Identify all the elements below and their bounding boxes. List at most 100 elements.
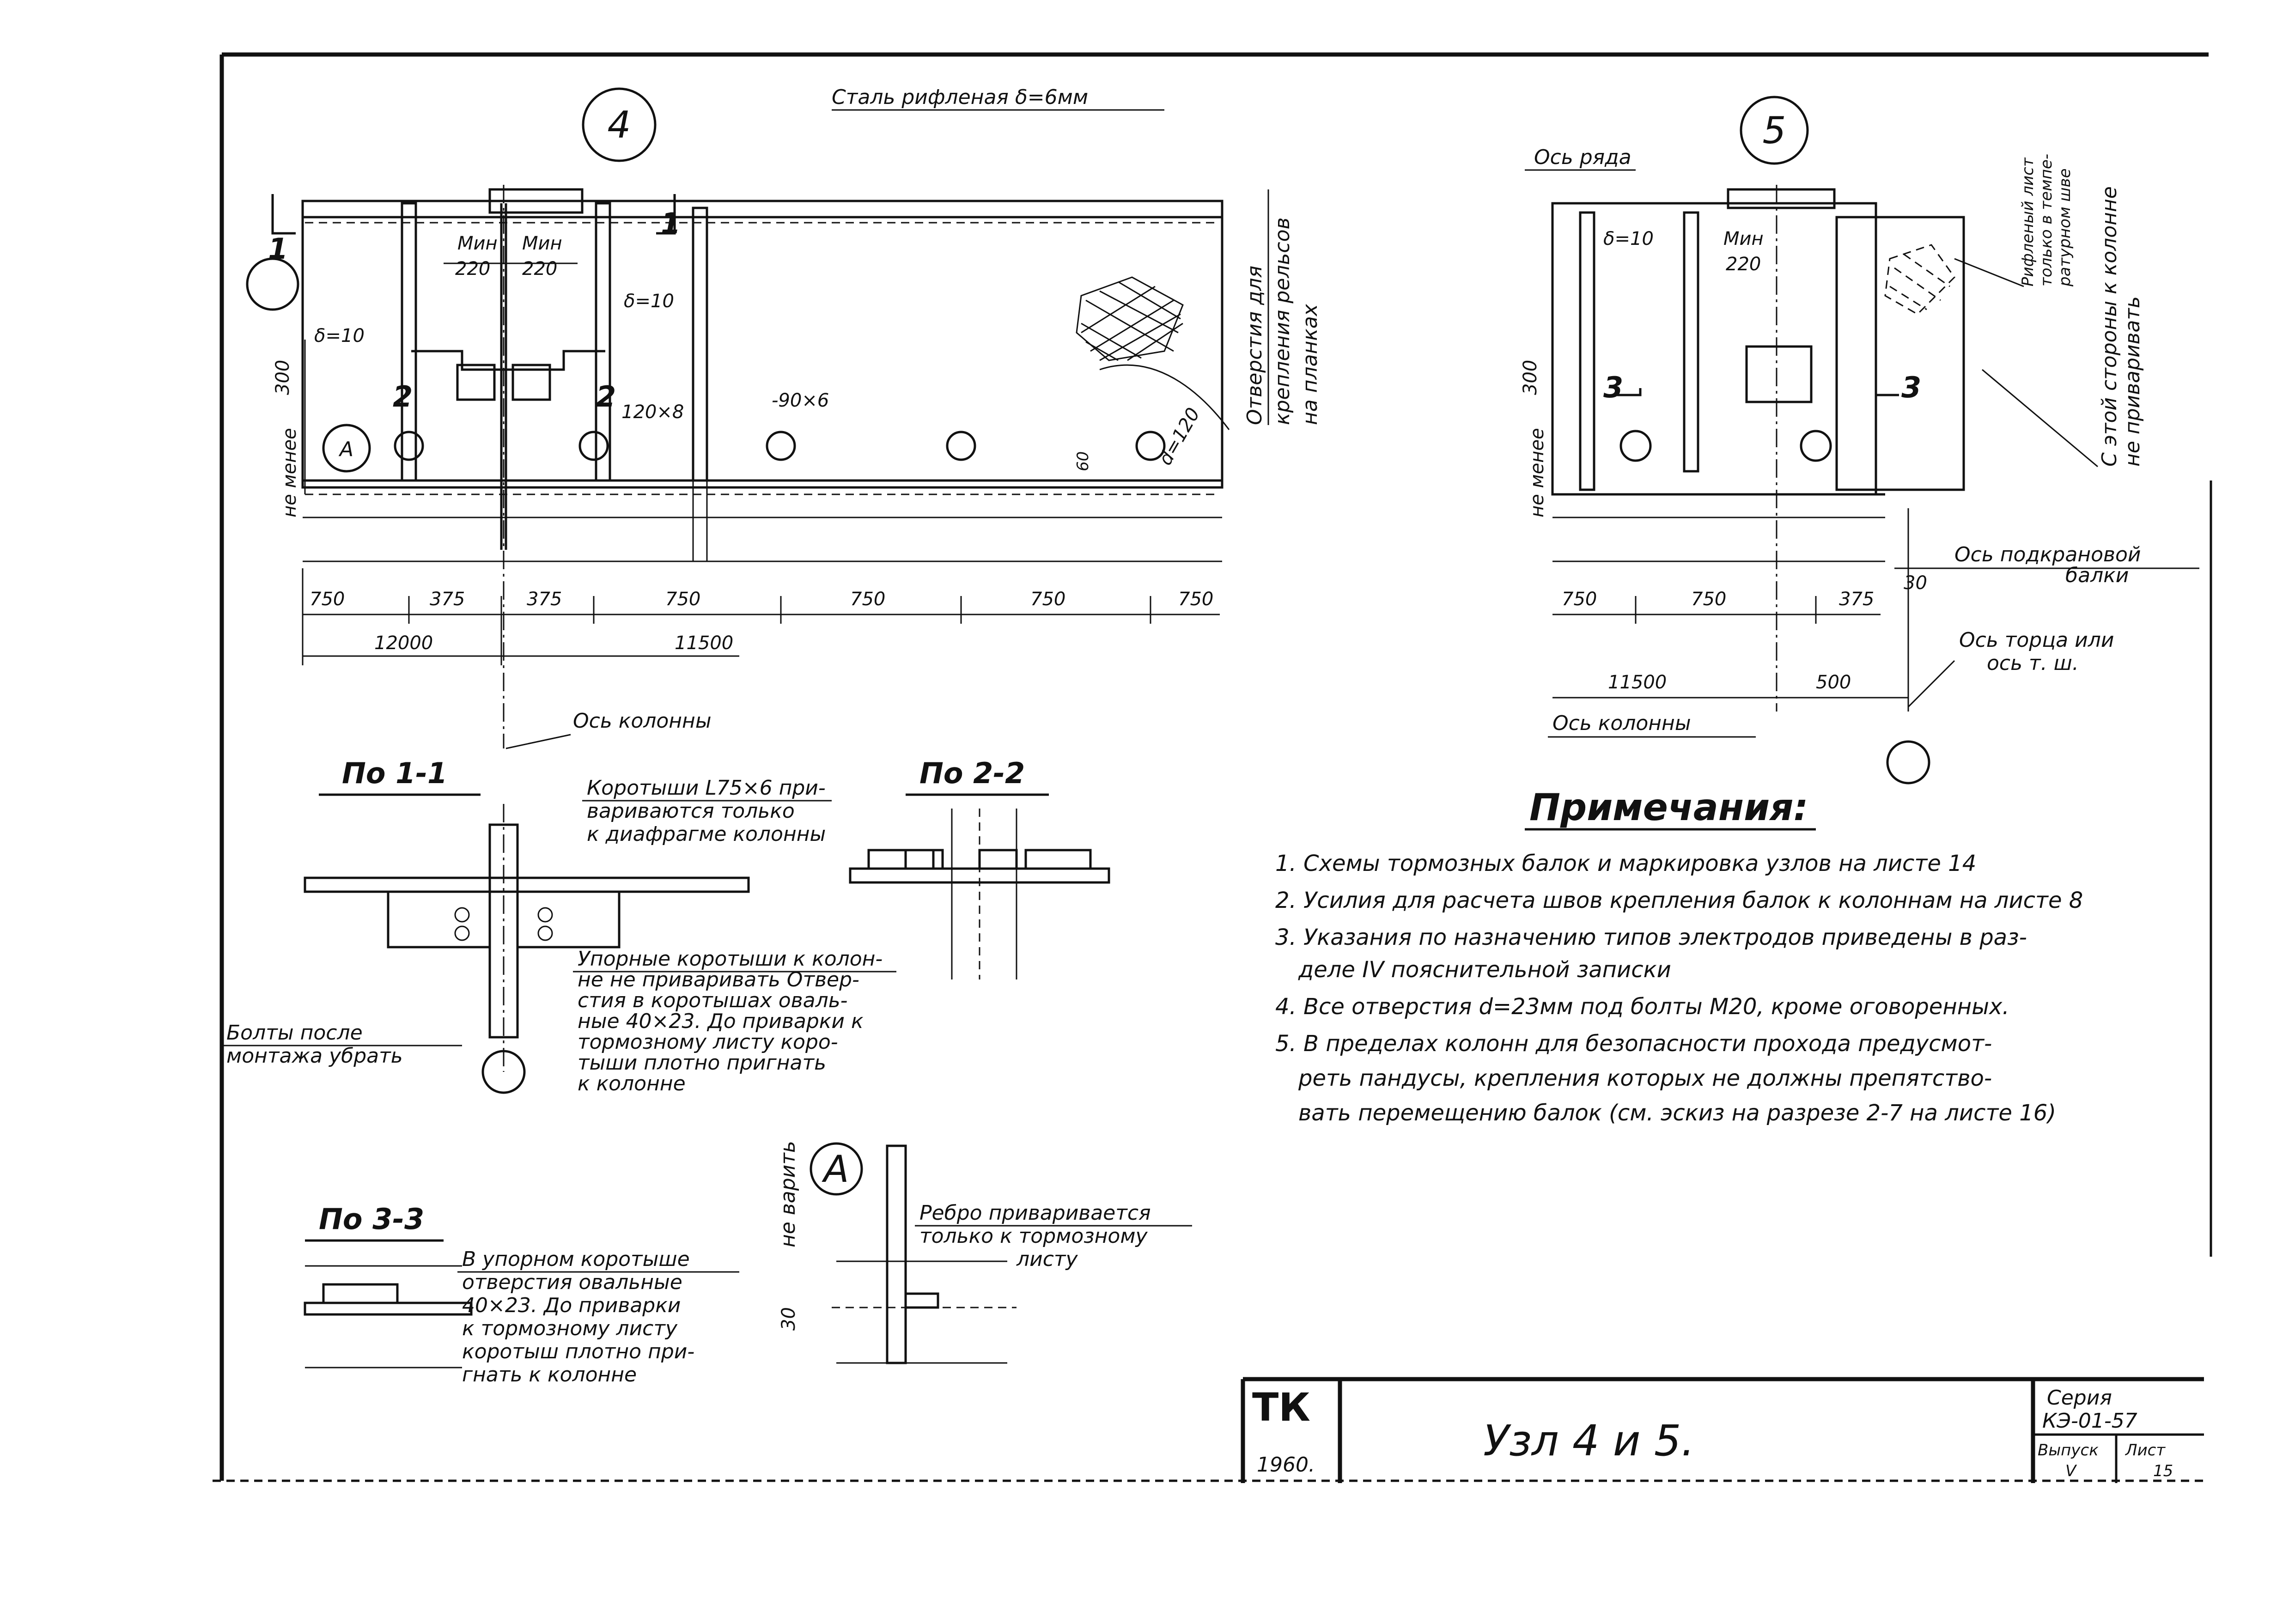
node-4-column [488, 188, 584, 214]
note-3-cont: деле IV пояснительной записки [1298, 957, 1671, 983]
svg-text:750: 750 [1178, 589, 1213, 610]
node-4-section-1-left: 1 [268, 232, 288, 266]
node-4-column-axis: Ось колонны [573, 709, 712, 733]
svg-text:листу: листу [1016, 1247, 1078, 1271]
svg-text:С этой стороны к колонне: С этой стороны к колонне [2098, 186, 2121, 467]
svg-text:Отверстия для: Отверстия для [1243, 266, 1266, 425]
node-4-delta10-right: δ=10 [624, 291, 674, 312]
node-4-steel-label: Сталь рифленая δ=6мм [832, 85, 1088, 109]
svg-text:ось т. ш.: ось т. ш. [1987, 651, 2079, 675]
node-5-no-weld-label: С этой стороны к колонне не приваривать [1982, 186, 2144, 468]
node-4-corrugated-hatch [1076, 276, 1184, 361]
notes-title: Примечания: [1529, 786, 1808, 829]
section-3-3-note: В упорном коротыше отверстия овальные 40… [457, 1247, 739, 1387]
svg-text:375: 375 [527, 589, 562, 610]
node-5-crane-axis: Ось подкрановой [1954, 543, 2141, 566]
node-4-plate-90: -90×6 [772, 390, 829, 411]
stamp-title: Узл 4 и 5. [1483, 1416, 1695, 1466]
section-1-1-title: По 1-1 [342, 756, 447, 790]
node-4-height-300: 300 [272, 360, 293, 395]
section-2-2: По 2-2 [849, 756, 1110, 979]
node-4-drawing: 4 Сталь рифленая δ=6мм [246, 85, 1322, 749]
svg-text:Болты после: Болты после [226, 1021, 363, 1045]
svg-text:тыши плотно пригнать: тыши плотно пригнать [578, 1051, 826, 1075]
notes-block: Примечания: 1. Схемы тормозных балок и м… [1275, 786, 2083, 1126]
svg-text:40×23. До приварки: 40×23. До приварки [462, 1294, 681, 1317]
section-1-1: По 1-1 Коротыши L75×6 при- вариваются то… [222, 756, 896, 1095]
node-4-delta10-left: δ=10 [314, 325, 365, 347]
node-4-not-less: не менее [279, 428, 300, 517]
svg-text:Ребро приваривается: Ребро приваривается [919, 1201, 1151, 1225]
node-5-dim-220: 220 [1726, 254, 1761, 275]
svg-text:только в темпе-: только в темпе- [2037, 154, 2056, 286]
svg-text:не приваривать: не приваривать [2121, 296, 2144, 467]
node-4-number: 4 [608, 103, 631, 146]
node-5-corrugated-label: Рифленый лист только в темпе- ратурном ш… [1954, 154, 2074, 287]
svg-text:750: 750 [310, 589, 345, 610]
svg-text:Упорные коротыши к колон-: Упорные коротыши к колон- [578, 947, 883, 971]
node-4-holes-label: Отверстия для крепления рельсов на планк… [1243, 189, 1322, 425]
svg-text:монтажа убрать: монтажа убрать [226, 1044, 403, 1068]
svg-text:на планках: на планках [1298, 304, 1322, 425]
node-4-dim-220-b: 220 [522, 258, 557, 280]
stamp-sheet-label: Лист [2125, 1441, 2166, 1460]
note-5: 5. В пределах колонн для безопасности пр… [1275, 1031, 1992, 1057]
detail-a-marker [810, 1142, 863, 1196]
stamp-year: 1960. [1257, 1453, 1315, 1477]
stamp-series-value: КЭ-01-57 [2042, 1409, 2137, 1433]
node-4-plate-120: 120×8 [621, 401, 684, 423]
node-4-callout-a [322, 424, 371, 473]
node-5-height-300: 300 [1520, 360, 1541, 395]
detail-a: A не варить 30 Ребро приваривается тольк… [776, 1141, 1192, 1364]
svg-text:750: 750 [1691, 589, 1726, 610]
section-3-3: По 3-3 В упорном коротыше отверстия овал… [304, 1202, 739, 1387]
node-4-brake-plate [301, 200, 1224, 489]
svg-text:750: 750 [1030, 589, 1065, 610]
svg-text:тормозному листу коро-: тормозному листу коро- [578, 1030, 838, 1054]
node-5-dimensions: 750 750 375 11500 500 [1552, 508, 1909, 712]
svg-text:гнать к колонне: гнать к колонне [462, 1363, 637, 1387]
note-5-cont-1: реть пандусы, крепления которых не должн… [1298, 1065, 1992, 1091]
node-4-section-2-left: 2 [393, 380, 413, 414]
svg-text:Рифленый лист: Рифленый лист [2019, 157, 2037, 286]
svg-text:750: 750 [1562, 589, 1597, 610]
stamp-series-label: Серия [2047, 1386, 2112, 1410]
svg-text:375: 375 [430, 589, 465, 610]
svg-text:ратурном шве: ратурном шве [2056, 169, 2074, 287]
detail-a-no-weld: не варить [776, 1141, 800, 1247]
section-1-1-bolts-note: Болты после монтажа убрать [222, 1021, 462, 1068]
svg-text:балки: балки [2065, 564, 2129, 587]
node-5-section-3-right: 3 [1901, 371, 1921, 404]
node-4-min-2: Мин [522, 233, 562, 254]
note-1: 1. Схемы тормозных балок и маркировка уз… [1275, 851, 1976, 876]
section-3-3-title: По 3-3 [319, 1202, 424, 1236]
svg-text:крепления рельсов: крепления рельсов [1271, 218, 1294, 425]
section-1-1-shorts-note: Коротыши L75×6 при- вариваются только к … [582, 776, 832, 846]
title-stamp: ТК 1960. Узл 4 и 5. Серия КЭ-01-57 Выпус… [1241, 1377, 2204, 1483]
node-5-not-less: не менее [1527, 428, 1548, 517]
node-5-section-3-left: 3 [1603, 371, 1623, 404]
node-5-brake-plate [1551, 202, 1877, 496]
svg-text:Коротыши L75×6 при-: Коротыши L75×6 при- [587, 776, 826, 800]
stamp-sheet-value: 15 [2153, 1462, 2173, 1480]
node-4-min-1: Мин [457, 233, 498, 254]
node-5-column-axis: Ось колонны [1552, 712, 1691, 735]
node-4-section-2-right: 2 [596, 380, 616, 414]
node-5-row-axis: Ось ряда [1534, 146, 1631, 169]
node-4-marker [582, 87, 657, 162]
note-4: 4. Все отверстия d=23мм под болты М20, к… [1275, 994, 2009, 1020]
svg-text:стия в коротышах оваль-: стия в коротышах оваль- [578, 989, 848, 1012]
svg-text:500: 500 [1816, 672, 1851, 693]
stamp-issue-label: Выпуск [2038, 1441, 2099, 1460]
sheet-frame [213, 52, 2212, 1482]
svg-text:к диафрагме колонны: к диафрагме колонны [587, 822, 826, 846]
svg-text:750: 750 [850, 589, 885, 610]
svg-text:11500: 11500 [1608, 672, 1667, 693]
detail-a-label: A [822, 1148, 849, 1191]
svg-text:коротыш плотно при-: коротыш плотно при- [462, 1340, 694, 1363]
node-5-end-axis: Ось торца или [1959, 628, 2114, 652]
section-2-2-title: По 2-2 [919, 756, 1025, 790]
svg-text:12000: 12000 [374, 633, 433, 654]
node-5-marker [1740, 96, 1809, 165]
